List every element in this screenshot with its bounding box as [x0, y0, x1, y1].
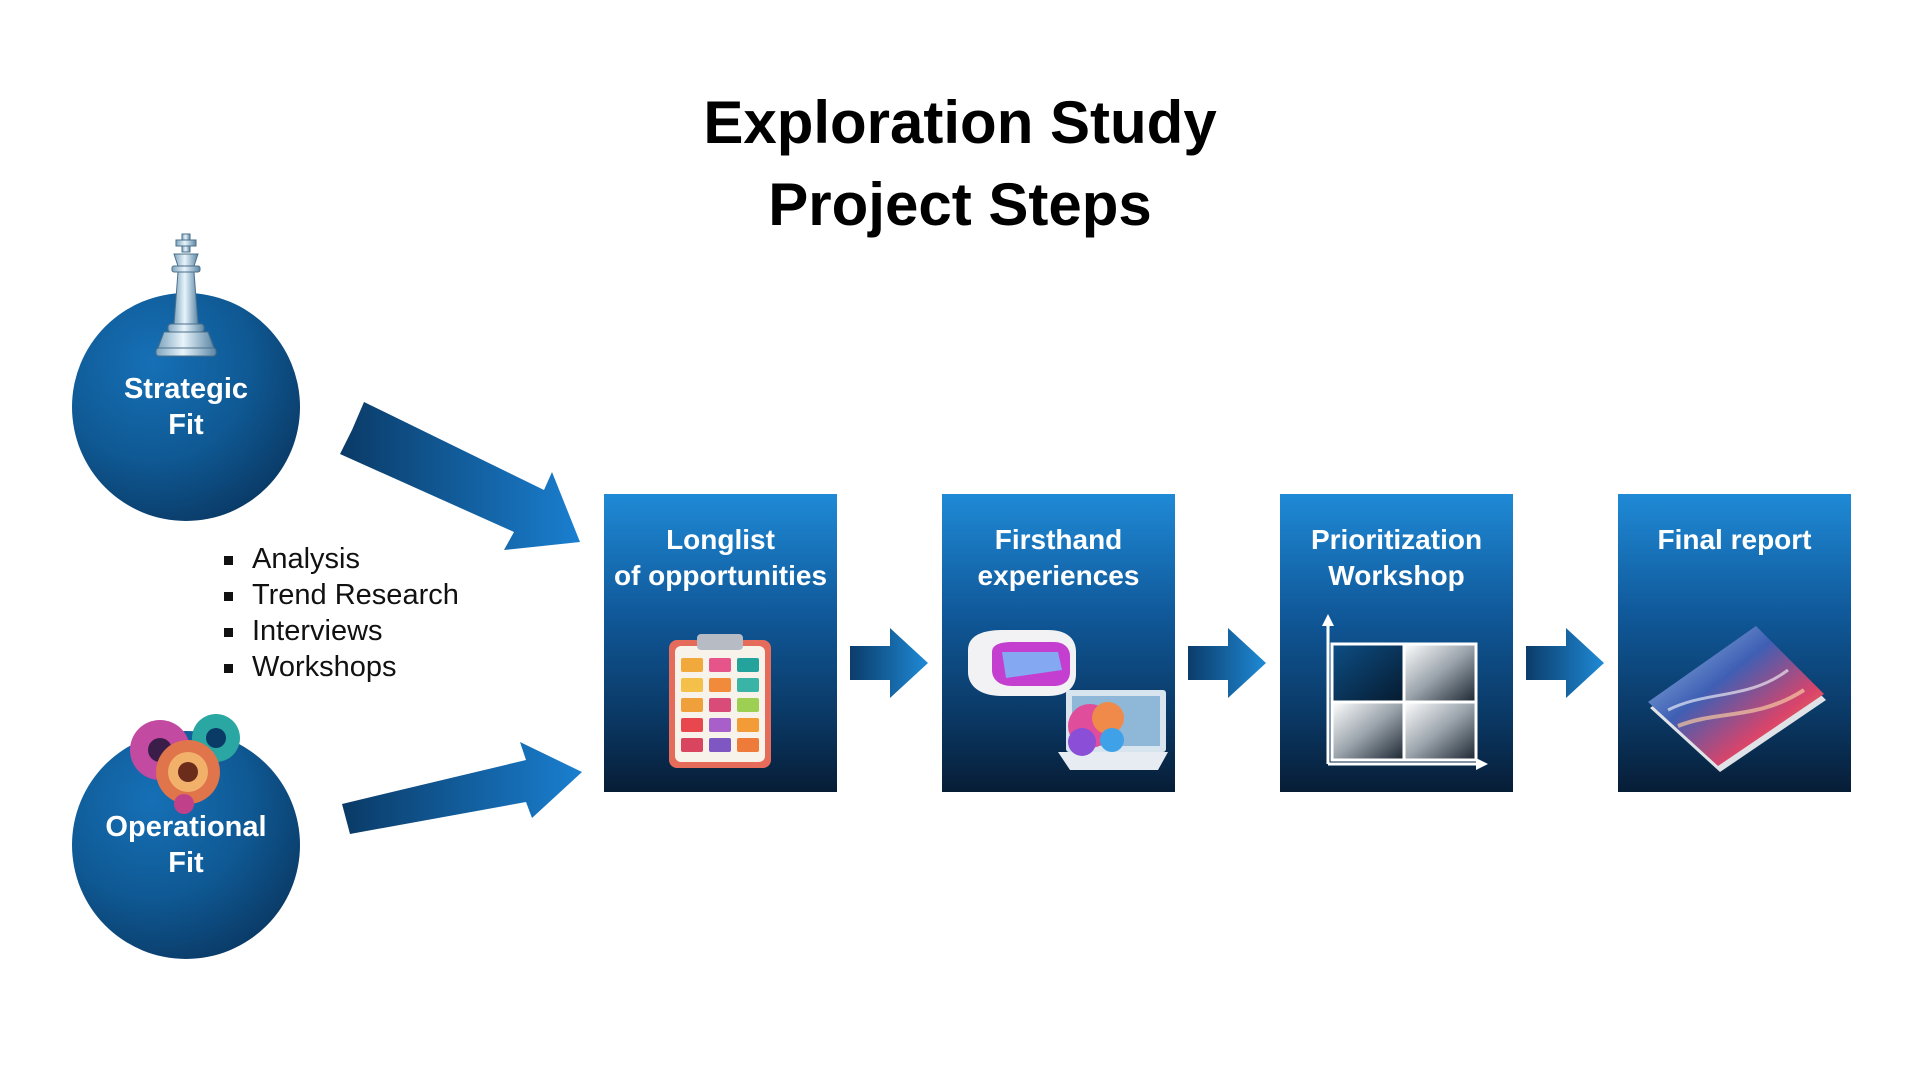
- arrow-step2-to-step3: [1188, 628, 1266, 698]
- arrow-strategic-to-longlist: [340, 402, 580, 550]
- step-firsthand-line-1: Firsthand: [994, 524, 1123, 555]
- list-item: Trend Research: [222, 577, 459, 613]
- diagram-title: Exploration Study Project Steps: [0, 82, 1920, 246]
- step-firsthand-line-2: experiences: [977, 560, 1140, 591]
- strategic-fit-line-1: Strategic: [123, 373, 249, 405]
- step-prioritization-line-2: Workshop: [1328, 560, 1465, 591]
- matrix-icon: [1322, 614, 1488, 770]
- step-longlist-line-2: of opportunities: [613, 560, 828, 591]
- gears-icon: [130, 714, 240, 814]
- arrow-step3-to-step4: [1526, 628, 1604, 698]
- methods-list: Analysis Trend Research Interviews Works…: [222, 541, 459, 685]
- arrow-step1-to-step2: [850, 628, 928, 698]
- step-longlist-line-1: Longlist: [666, 524, 775, 555]
- title-line-2: Project Steps: [768, 171, 1152, 238]
- clipboard-icon: [669, 634, 771, 768]
- chess-king-icon: [155, 233, 217, 357]
- list-item: Interviews: [222, 613, 459, 649]
- list-item: Workshops: [222, 649, 459, 685]
- operational-fit-line-2: Fit: [168, 847, 204, 879]
- title-line-1: Exploration Study: [703, 89, 1217, 156]
- report-book-icon: [1648, 626, 1826, 772]
- strategic-fit-line-2: Fit: [168, 409, 204, 441]
- vr-headset-icon: [968, 630, 1168, 770]
- list-item: Analysis: [222, 541, 459, 577]
- step-final-report-line-1: Final report: [1657, 524, 1812, 555]
- operational-fit-line-1: Operational: [105, 811, 267, 843]
- step-prioritization-line-1: Prioritization: [1310, 524, 1483, 555]
- arrow-operational-to-longlist: [342, 742, 582, 834]
